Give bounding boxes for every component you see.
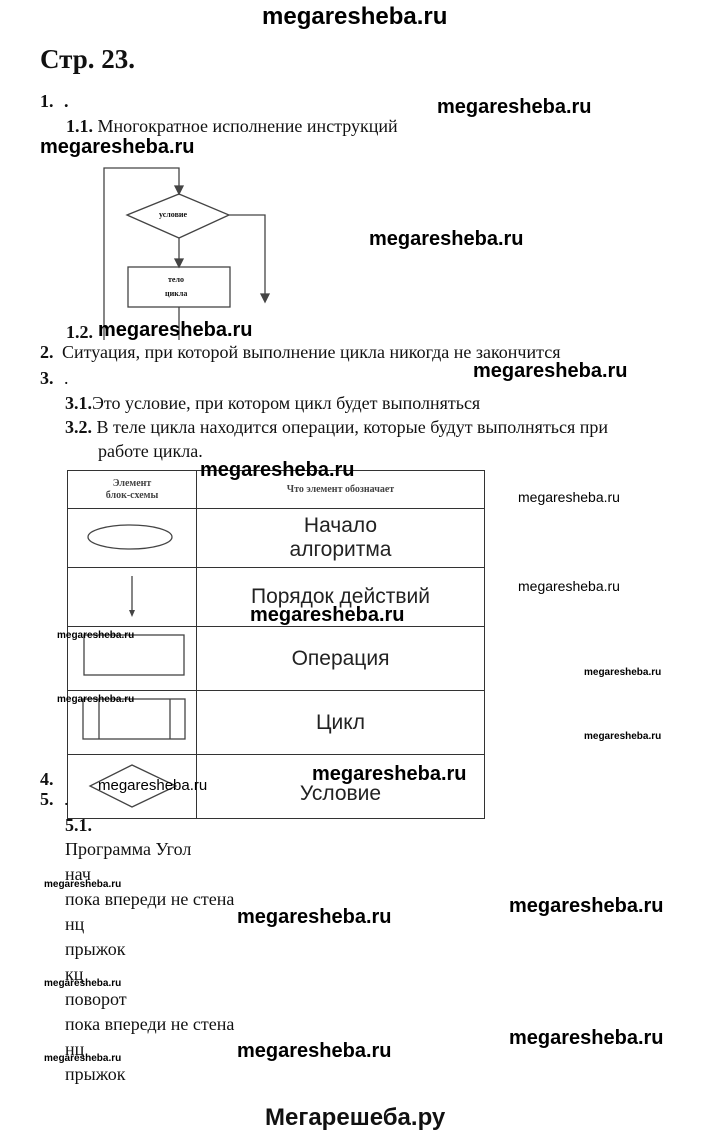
q3-2-text-1: В теле цикла находится операции, которые…	[96, 417, 609, 437]
table-row: Условие	[67, 754, 485, 819]
body-rect	[127, 266, 231, 308]
footer-site-name: Мегарешеба.ру	[265, 1104, 446, 1131]
q3-2-number: 3.2.	[65, 417, 92, 437]
q4-number: 4.	[40, 769, 54, 789]
q5-1-number: 5.1.	[65, 815, 92, 835]
watermark-top: megaresheba.ru	[262, 3, 448, 30]
watermark: megaresheba.ru	[200, 459, 355, 481]
program-line: пока впереди не стена	[65, 1014, 235, 1034]
q2-line: 2. Ситуация, при которой выполнение цикл…	[40, 342, 560, 363]
flowchart-legend-table: Элемент блок-схемы Что элемент обозначае…	[67, 470, 485, 819]
program-line: пока впереди не стена	[65, 889, 235, 909]
watermark: megaresheba.ru	[98, 777, 208, 794]
watermark: megaresheba.ru	[237, 906, 392, 928]
table-cell-meaning: Цикл	[196, 690, 485, 755]
watermark: megaresheba.ru	[509, 1027, 664, 1049]
q3-1-text: Это условие, при котором цикл будет выпо…	[92, 393, 481, 413]
q2-number: 2.	[40, 342, 54, 362]
q1-1-number: 1.1.	[66, 116, 93, 136]
watermark: megaresheba.ru	[40, 136, 195, 158]
table-cell-shape	[67, 690, 197, 755]
table-cell-meaning: Условие	[196, 754, 485, 819]
watermark: megaresheba.ru	[584, 667, 662, 678]
watermark: megaresheba.ru	[250, 604, 405, 626]
flowchart-body-label-1: тело	[168, 275, 184, 284]
watermark: megaresheba.ru	[57, 630, 135, 641]
table-header-col1-line1: Элемент	[112, 477, 152, 489]
watermark: megaresheba.ru	[437, 96, 592, 118]
q1-1-line: 1.1. Многократное исполнение инструкций	[66, 116, 398, 137]
watermark: megaresheba.ru	[98, 319, 253, 341]
table-cell-text: Начало	[303, 514, 378, 537]
watermark: megaresheba.ru	[518, 578, 620, 594]
q1-2-number: 1.2.	[66, 322, 93, 342]
table-header-col1-line2: блок-схемы	[105, 489, 159, 501]
watermark: megaresheba.ru	[369, 228, 524, 250]
q3-2-text-2: работе цикла.	[98, 441, 203, 461]
q3-1-line: 3.1.Это условие, при котором цикл будет …	[65, 393, 480, 414]
program-line: прыжок	[65, 939, 126, 959]
rectangle-icon	[83, 634, 185, 676]
q1-1-text: Многократное исполнение инструкций	[97, 116, 398, 136]
watermark: megaresheba.ru	[312, 763, 467, 785]
table-row: Порядок действий	[67, 567, 485, 627]
program-line: Программа Угол	[65, 839, 192, 859]
program-line: кц	[65, 964, 84, 984]
ellipse-icon	[87, 524, 173, 550]
diamond-icon	[88, 764, 178, 808]
table-cell-shape	[67, 754, 197, 819]
program-line: нц	[65, 1039, 85, 1059]
q3-number: 3.	[40, 368, 54, 388]
table-cell-meaning: Начало алгоритма	[196, 508, 485, 568]
table-cell-meaning: Порядок действий	[196, 567, 485, 627]
program-line: нц	[65, 914, 85, 934]
table-cell-shape	[67, 626, 197, 691]
watermark: megaresheba.ru	[237, 1040, 392, 1062]
program-line: поворот	[65, 989, 127, 1009]
q1-dot: .	[64, 91, 69, 111]
q3-dot: .	[64, 368, 69, 388]
arrow-head	[173, 185, 185, 196]
watermark: megaresheba.ru	[44, 1053, 122, 1064]
q1-number: 1.	[40, 91, 54, 111]
q5-number: 5.	[40, 789, 54, 809]
arrow-head	[259, 293, 271, 304]
flowchart-body-label-2: цикла	[165, 289, 188, 298]
table-row: Начало алгоритма	[67, 508, 485, 568]
watermark: megaresheba.ru	[473, 360, 628, 382]
table-cell-shape	[67, 567, 197, 627]
q2-text: Ситуация, при которой выполнение цикла н…	[62, 342, 561, 362]
watermark: megaresheba.ru	[518, 489, 620, 505]
watermark: megaresheba.ru	[44, 978, 122, 989]
arrow-down-icon	[129, 576, 135, 617]
q3-1-number: 3.1.	[65, 393, 92, 413]
watermark: megaresheba.ru	[44, 879, 122, 890]
loop-flowchart-svg	[103, 167, 271, 340]
table-cell-shape	[67, 508, 197, 568]
watermark: megaresheba.ru	[57, 694, 135, 705]
program-line: нач	[65, 864, 91, 884]
table-cell-meaning: Операция	[196, 626, 485, 691]
table-row: Операция	[67, 626, 485, 691]
loop-flowchart: условие тело цикла	[95, 160, 285, 340]
watermark: megaresheba.ru	[509, 895, 664, 917]
program-line: прыжок	[65, 1064, 126, 1084]
table-header-col2: Что элемент обозначает	[196, 470, 485, 509]
flowchart-condition-label: условие	[159, 210, 188, 219]
exit-line	[229, 214, 266, 295]
table-header-row: Элемент блок-схемы Что элемент обозначае…	[67, 470, 485, 509]
table-header-col1: Элемент блок-схемы	[67, 470, 197, 509]
page-title: Стр. 23.	[40, 44, 136, 74]
watermark: megaresheba.ru	[584, 731, 662, 742]
arrow-head	[173, 258, 185, 269]
q5-dot: .	[64, 789, 69, 809]
table-row: Цикл	[67, 690, 485, 755]
loop-back-line	[103, 167, 180, 340]
table-cell-text: алгоритма	[289, 538, 392, 561]
loop-rectangle-icon	[82, 698, 186, 740]
q3-2-line: 3.2. В теле цикла находится операции, ко…	[65, 417, 608, 438]
